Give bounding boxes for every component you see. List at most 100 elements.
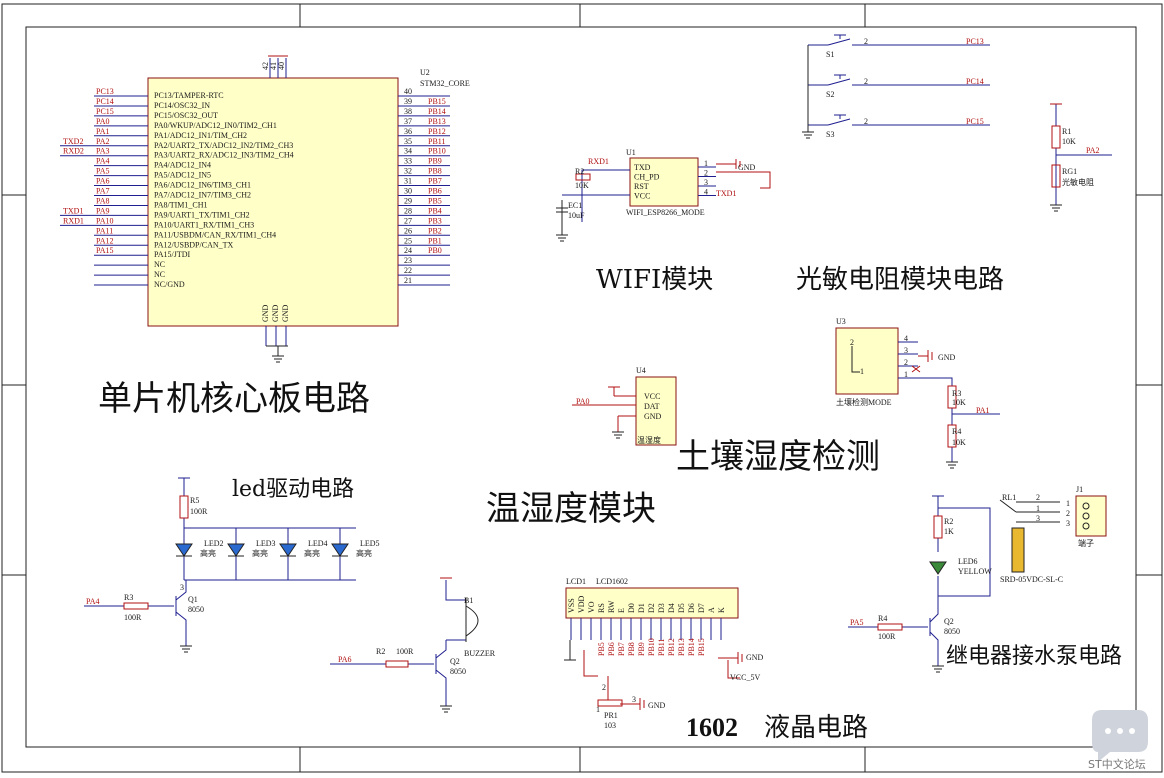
switch-net: PC13 bbox=[966, 37, 984, 46]
dht-pin-gnd: GND bbox=[644, 412, 662, 421]
r3-led-value: 100R bbox=[124, 613, 142, 622]
rl1-ref: RL1 bbox=[1002, 493, 1016, 502]
switch-ref: S2 bbox=[826, 90, 834, 99]
mcu-right-pin-net: PB2 bbox=[428, 226, 442, 235]
mcu-right-pin-net: PB7 bbox=[428, 177, 442, 186]
led6-ref: LED6 bbox=[958, 557, 978, 566]
temp-section-title: 温湿度模块 bbox=[486, 489, 656, 529]
r1-resistor bbox=[1051, 125, 1061, 149]
lcd-section-title: 液晶电路 bbox=[764, 713, 868, 743]
mcu-right-pin-net: PB1 bbox=[428, 236, 442, 245]
mcu-right-pin-net: PB0 bbox=[428, 246, 442, 255]
rg1-ref: RG1 bbox=[1062, 167, 1077, 176]
light-sensor-circuit: R1 10K PA2 RG1 光敏电阻 光敏电阻模块电路 bbox=[796, 103, 1112, 295]
mcu-pin-function: PA0/WKUP/ADC12_IN0/TIM2_CH1 bbox=[154, 121, 277, 130]
b1-ref: B1 bbox=[464, 596, 473, 605]
light-net: PA2 bbox=[1086, 146, 1100, 155]
lcd-data-net: PB10 bbox=[647, 638, 656, 656]
led-ref: LED4 bbox=[308, 539, 328, 548]
wifi-rxd-net: RXD1 bbox=[588, 157, 609, 166]
lcd-body bbox=[565, 587, 739, 619]
wifi-gnd-label: GND bbox=[738, 163, 756, 172]
switch-net: PC14 bbox=[966, 77, 984, 86]
lcd-data-net: PB11 bbox=[657, 639, 666, 657]
lcd-pin-name: D2 bbox=[647, 603, 656, 613]
j1-pin-3: 3 bbox=[1066, 519, 1070, 528]
pr1-pin2: 2 bbox=[602, 683, 606, 692]
ground-icon bbox=[1050, 204, 1062, 212]
mcu-pin-function: PA7/ADC12_IN7/TIM3_CH2 bbox=[154, 191, 251, 200]
mcu-right-pin-number: 29 bbox=[404, 196, 412, 205]
soil-pin-number: 3 bbox=[904, 346, 908, 355]
mcu-pin-function: PA5/ADC12_IN5 bbox=[154, 171, 211, 180]
led-icon bbox=[227, 543, 245, 557]
rl1-pin-2: 2 bbox=[1036, 493, 1040, 502]
lcd-data-net: PB8 bbox=[627, 642, 636, 656]
led-driver-circuit: led驱动电路 R5 100R LED2高亮LED3高亮LED4高亮LED5高亮… bbox=[84, 477, 380, 653]
mcu-right-pin-number: 37 bbox=[404, 117, 412, 126]
mcu-right-pin-number: 36 bbox=[404, 127, 412, 136]
r1-value: 10K bbox=[1062, 137, 1076, 146]
r2-ref: R2 bbox=[575, 167, 584, 176]
mcu-left-pin-net: PC15 bbox=[96, 107, 114, 116]
mcu-right-pin-net: PB9 bbox=[428, 157, 442, 166]
rl1-pin-1: 1 bbox=[1036, 504, 1040, 513]
watermark-text: ST中文论坛 bbox=[1088, 758, 1146, 771]
r2-buzzer-resistor bbox=[385, 660, 409, 668]
wifi-pin-name: RST bbox=[634, 182, 649, 191]
led6-value: YELLOW bbox=[958, 567, 992, 576]
lcd-name: LCD1602 bbox=[596, 577, 628, 586]
relay-coil-icon bbox=[1011, 527, 1025, 573]
light-section-title: 光敏电阻模块电路 bbox=[796, 265, 1004, 295]
mcu-right-pin-net: PB14 bbox=[428, 107, 446, 116]
mcu-left-pin-net: PA0 bbox=[96, 117, 110, 126]
lcd-pin-name: D1 bbox=[637, 603, 646, 613]
mcu-right-pin-net: PB13 bbox=[428, 117, 446, 126]
led-icon bbox=[175, 543, 193, 557]
r3-resistor bbox=[947, 385, 957, 409]
wifi-part-name: WIFI_ESP8266_MODE bbox=[626, 208, 705, 217]
buzzer-net: PA6 bbox=[338, 655, 352, 664]
lcd-pin-name: E bbox=[617, 608, 626, 613]
mcu-uart-net: RXD1 bbox=[63, 216, 84, 225]
mcu-right-pin-number: 35 bbox=[404, 137, 412, 146]
wifi-pin-number: 4 bbox=[704, 188, 708, 197]
wifi-pin-number: 1 bbox=[704, 159, 708, 168]
ground-icon bbox=[946, 461, 958, 469]
ground-icon bbox=[266, 345, 288, 363]
forum-chat-icon bbox=[1092, 710, 1148, 762]
soil-gnd-label: GND bbox=[938, 353, 956, 362]
mcu-right-pin-number: 28 bbox=[404, 206, 412, 215]
mcu-pin-function: PA11/USBDM/CAN_RX/TIM1_CH4 bbox=[154, 230, 276, 239]
lcd-data-net: PB14 bbox=[687, 638, 696, 656]
lcd-data-net: PB15 bbox=[697, 638, 706, 656]
q2-relay-value: 8050 bbox=[944, 627, 960, 636]
soil-part-name: 土壤检测MODE bbox=[836, 397, 892, 407]
mcu-right-pin-number: 33 bbox=[404, 157, 412, 166]
mcu-ref: U2 bbox=[420, 68, 430, 77]
mcu-pin-function: NC bbox=[154, 260, 165, 269]
r4-relay-resistor bbox=[877, 623, 903, 631]
lcd-data-net: PB13 bbox=[677, 638, 686, 656]
relay-section-title: 继电器接水泵电路 bbox=[946, 644, 1122, 669]
mcu-right-pin-number: 32 bbox=[404, 167, 412, 176]
mcu-part-name: STM32_CORE bbox=[420, 79, 470, 88]
ground-icon bbox=[932, 665, 944, 673]
mcu-pin-function: PA12/USBDP/CAN_TX bbox=[154, 240, 234, 249]
led-value: 高亮 bbox=[304, 548, 320, 558]
r5-value: 100R bbox=[190, 507, 208, 516]
wifi-pin-name: TXD bbox=[634, 163, 651, 172]
mcu-left-pin-net: PC13 bbox=[96, 87, 114, 96]
soil-pin-number: 2 bbox=[904, 358, 908, 367]
ground-icon bbox=[180, 645, 192, 653]
u4-ref: U4 bbox=[636, 366, 646, 375]
mcu-pin-function: NC bbox=[154, 270, 165, 279]
relay-model: SRD-05VDC-SL-C bbox=[1000, 575, 1063, 584]
lcd-data-net: PB9 bbox=[637, 642, 646, 656]
mcu-right-pin-number: 31 bbox=[404, 177, 412, 186]
mcu-right-pin-number: 39 bbox=[404, 97, 412, 106]
lcd-section-title-bold: 1602 bbox=[686, 713, 738, 742]
mcu-gnd-pin-label: GND bbox=[271, 304, 280, 322]
